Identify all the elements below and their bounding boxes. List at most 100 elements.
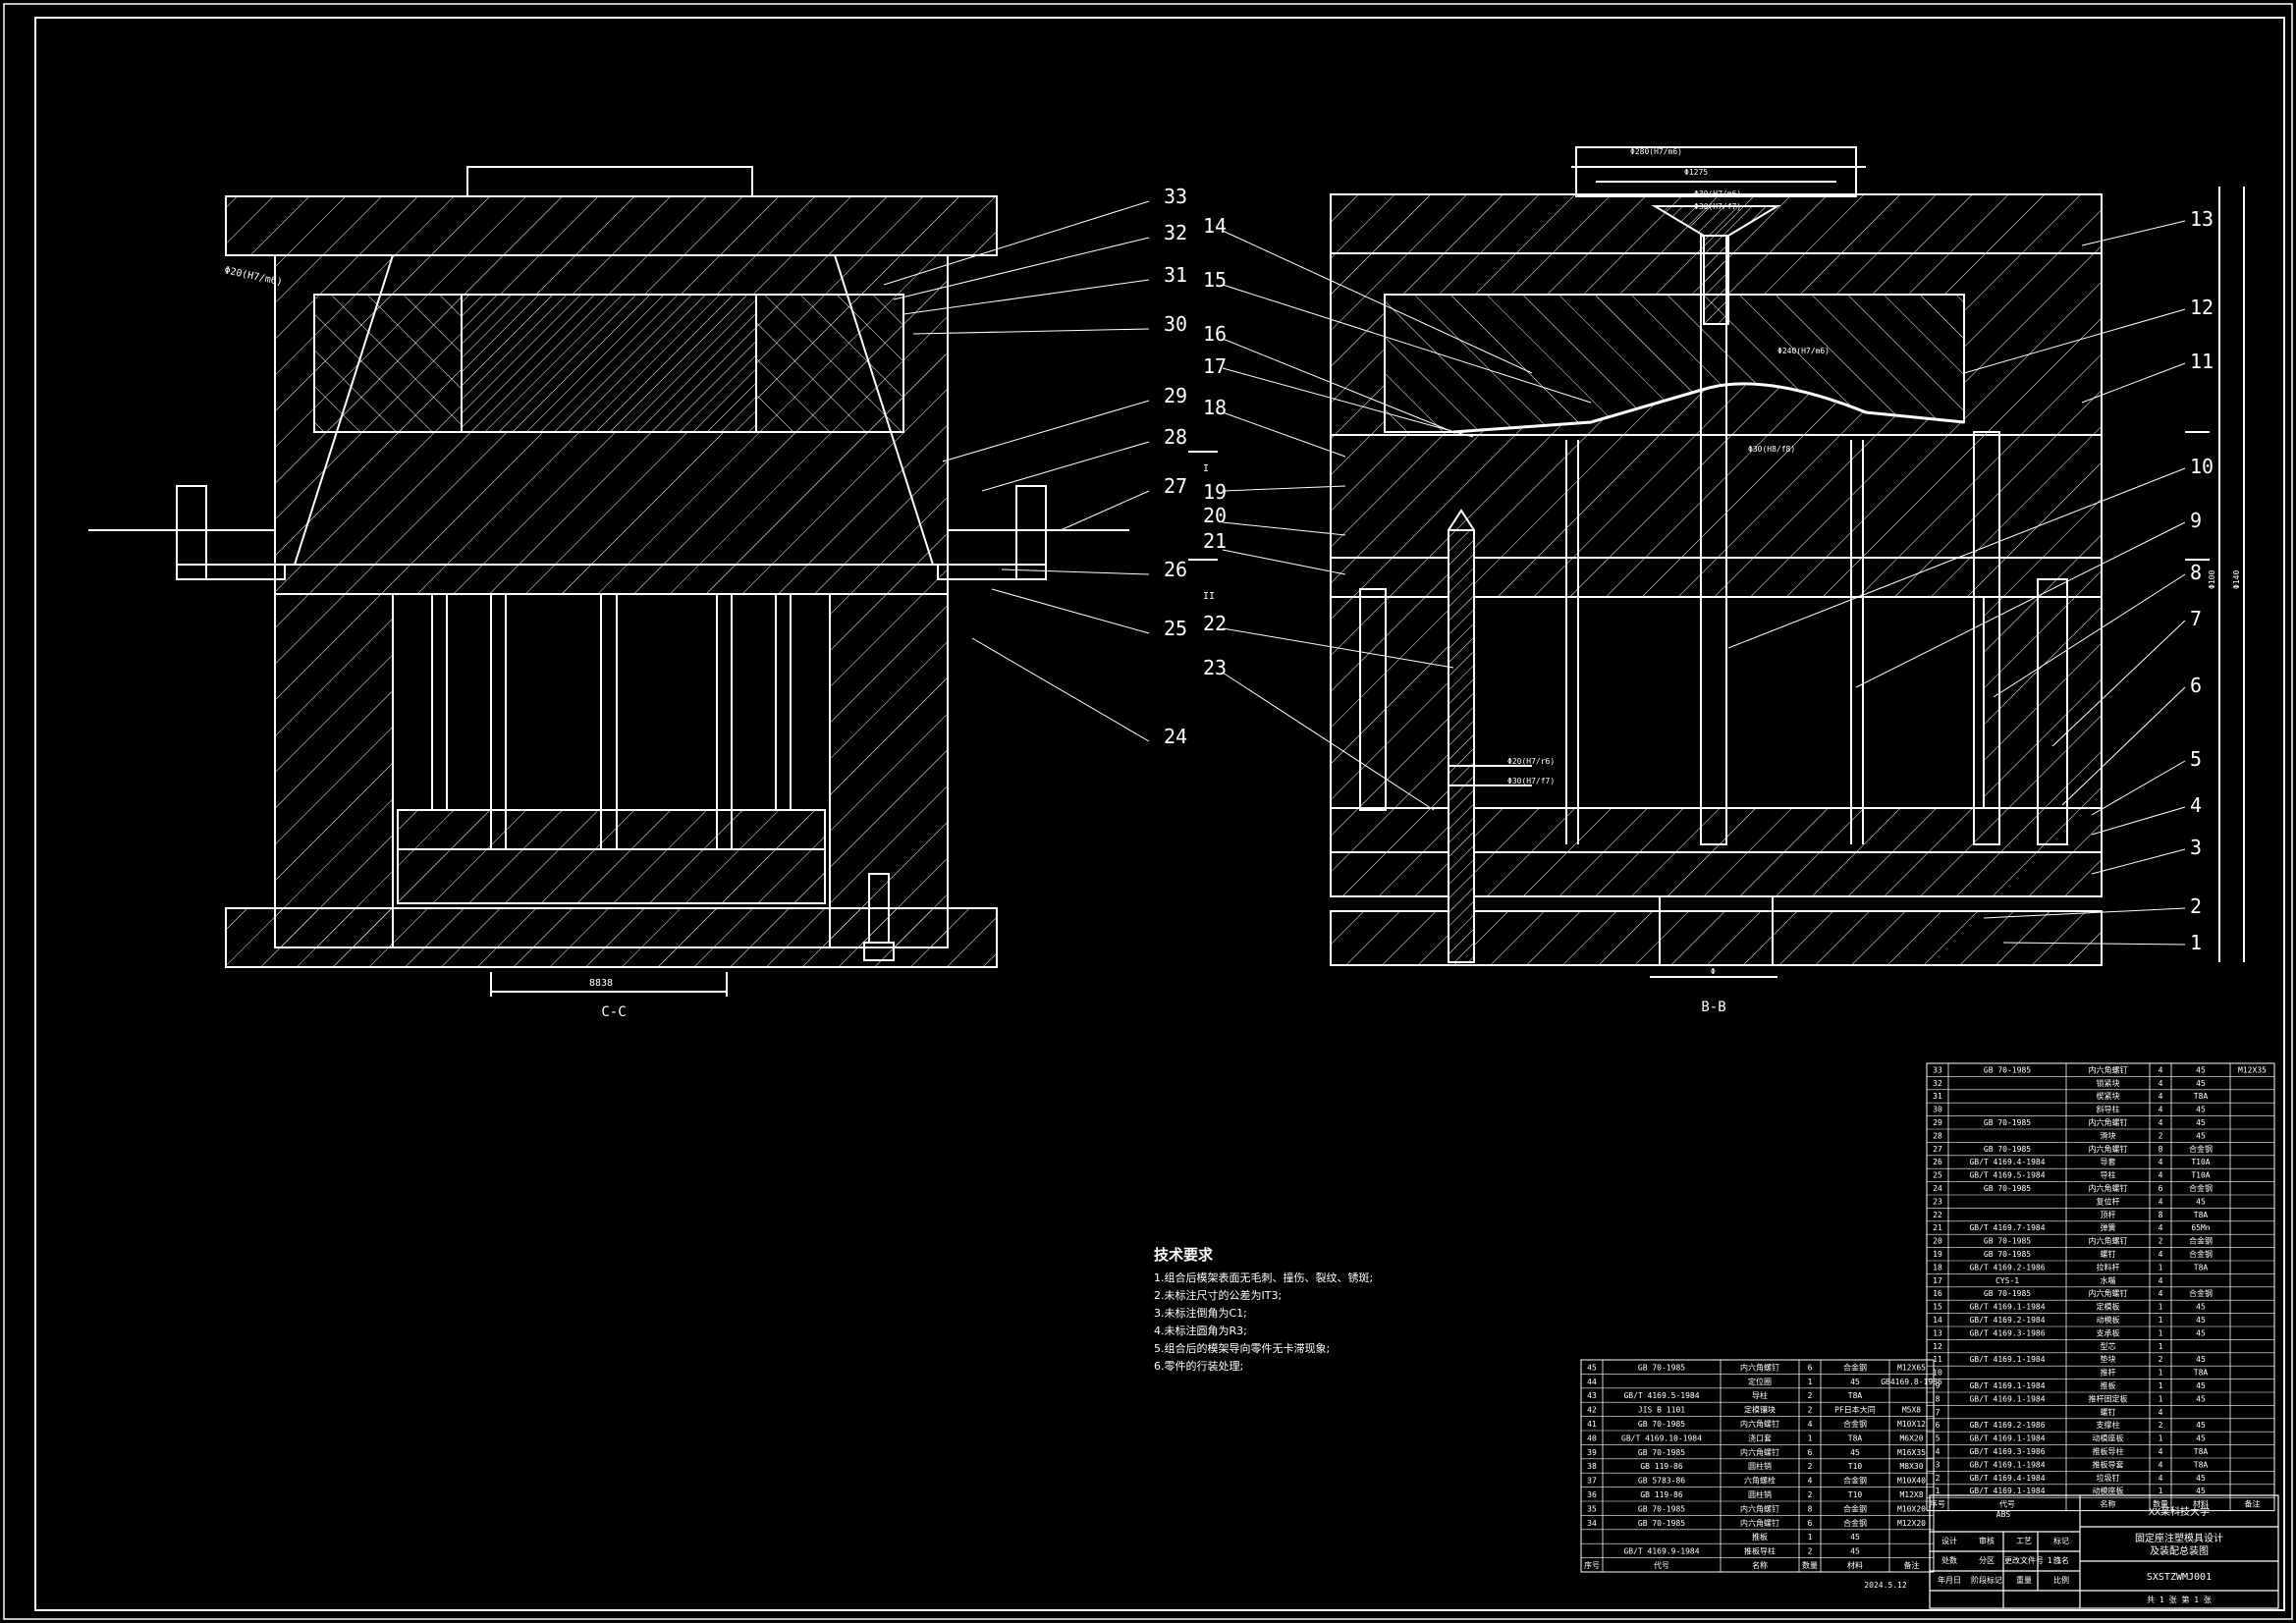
bom-cell: 65Mn bbox=[2191, 1223, 2210, 1232]
bom-header-cell: 名称 bbox=[2101, 1499, 2116, 1509]
bom-cell: GB/T 4169.2-1986 bbox=[1969, 1263, 2045, 1271]
bom-cell: GB/T 4169.7-1984 bbox=[1969, 1223, 2045, 1232]
bom-cell: 动模座板 bbox=[2093, 1486, 2124, 1495]
bom-cell: 31 bbox=[1933, 1092, 1942, 1101]
bom-cell: 45 bbox=[2196, 1474, 2206, 1483]
callout-28: 28 bbox=[1164, 425, 1187, 449]
bom-cell: GB 70-1985 bbox=[1638, 1420, 1685, 1429]
title-label: 标记 bbox=[2053, 1536, 2069, 1545]
tech-req-item: 3.未标注倒角为C1; bbox=[1154, 1306, 1247, 1320]
bom-cell: 复位杆 bbox=[2097, 1196, 2120, 1206]
callout-32: 32 bbox=[1164, 221, 1187, 244]
bom-cell: 4 bbox=[2159, 1079, 2163, 1088]
bom-cell: 4 bbox=[2159, 1118, 2163, 1127]
right-callout-leaders bbox=[1222, 220, 2186, 946]
bom-cell: 45 bbox=[2196, 1197, 2206, 1206]
bom-cell: 45 bbox=[2196, 1065, 2206, 1074]
bom-cell: 1 bbox=[2159, 1381, 2163, 1390]
bom-cell: 4 bbox=[2159, 1460, 2163, 1469]
bom-cell: 4 bbox=[2159, 1171, 2163, 1180]
bom-cell: 2 bbox=[1808, 1406, 1813, 1415]
bom-cell: M12X20 bbox=[1897, 1519, 1926, 1528]
bom-cell: 16 bbox=[1933, 1289, 1942, 1298]
bom-cell: 支承板 bbox=[2097, 1327, 2120, 1337]
callout-24: 24 bbox=[1164, 725, 1187, 748]
tech-req-item: 1.组合后模架表面无毛刺、撞伤、裂纹、锈斑; bbox=[1154, 1271, 1373, 1284]
bom-cell: 2 bbox=[1808, 1391, 1813, 1400]
bom-cell: M5X8 bbox=[1902, 1406, 1921, 1415]
bom-cell: 23 bbox=[1933, 1197, 1942, 1206]
bom-cell: GB4169.8-1986 bbox=[1881, 1378, 1942, 1386]
inner-border bbox=[34, 17, 2285, 1611]
bom-cell: GB/T 4169.1-1984 bbox=[1969, 1460, 2045, 1469]
dim-height-b: Φ140 bbox=[2232, 570, 2241, 589]
bom-cell: 36 bbox=[1587, 1490, 1597, 1499]
bom-cell: 内六角螺钉 bbox=[2089, 1144, 2128, 1154]
bom-cell: 动模板 bbox=[2097, 1315, 2120, 1325]
bom-cell: 合金钢 bbox=[1843, 1476, 1867, 1486]
bom-cell: M16X35 bbox=[1897, 1448, 1926, 1457]
bom-cell: 4 bbox=[2159, 1250, 2163, 1259]
title-line1: 固定座注塑模具设计 bbox=[2135, 1532, 2223, 1544]
bom-cell: 10 bbox=[1933, 1369, 1942, 1378]
bom-cell: T10 bbox=[1848, 1462, 1863, 1471]
bom-cell: T8A bbox=[2194, 1263, 2209, 1271]
bom-cell: M10X40 bbox=[1897, 1477, 1926, 1486]
bom-cell: 37 bbox=[1587, 1477, 1597, 1486]
bom-cell: 26 bbox=[1933, 1158, 1942, 1166]
bom-cell: 32 bbox=[1933, 1079, 1942, 1088]
callout-11: 11 bbox=[2190, 350, 2214, 373]
bom-header-cell: 序号 bbox=[1584, 1560, 1600, 1570]
callout-6: 6 bbox=[2190, 674, 2202, 697]
dim-guide: Φ30(H8/f8) bbox=[1748, 445, 1795, 454]
callout-17: 17 bbox=[1203, 354, 1227, 378]
bom-cell: 38 bbox=[1587, 1462, 1597, 1471]
bom-cell: 2 bbox=[2159, 1355, 2163, 1364]
bom-cell: 水嘴 bbox=[2101, 1275, 2116, 1285]
bom-cell: 推板导柱 bbox=[2093, 1446, 2124, 1456]
bom-cell: 4 bbox=[2159, 1223, 2163, 1232]
dim-bottom: Φ bbox=[1711, 967, 1716, 976]
bom-cell: GB 70-1985 bbox=[1638, 1448, 1685, 1457]
bom-cell: 1 bbox=[2159, 1434, 2163, 1443]
bom-cell: GB/T 4169.3-1986 bbox=[1969, 1328, 2045, 1337]
bom-cell: JIS B 1101 bbox=[1638, 1406, 1685, 1415]
bom-cell: 1 bbox=[2159, 1369, 2163, 1378]
title-scale: 1:1 bbox=[2048, 1556, 2062, 1565]
bom-cell: 2 bbox=[1936, 1474, 1941, 1483]
bom-cell: 推板 bbox=[1752, 1532, 1768, 1542]
bom-cell: 30 bbox=[1933, 1106, 1942, 1114]
bom-header-cell: 代号 bbox=[1999, 1499, 2015, 1509]
bom-cell: 型芯 bbox=[2101, 1341, 2116, 1351]
bom-cell: 4 bbox=[2159, 1289, 2163, 1298]
callout-27: 27 bbox=[1164, 474, 1187, 498]
title-label: 比例 bbox=[2053, 1575, 2069, 1585]
dim-pin-b: Φ30(H7/f7) bbox=[1507, 777, 1555, 785]
title-block-labels: 设计审核工艺标记处数分区更改文件号签名年月日阶段标记重量比例 bbox=[1938, 1536, 2069, 1585]
bom-header-cell: 代号 bbox=[1654, 1560, 1669, 1570]
bom-cell: 合金钢 bbox=[2189, 1288, 2213, 1298]
bom-cell: 定位圈 bbox=[1748, 1377, 1772, 1386]
bom-cell: 内六角螺钉 bbox=[1740, 1447, 1779, 1457]
callout-5: 5 bbox=[2190, 747, 2202, 771]
dim-core: Φ240(H7/m6) bbox=[1777, 347, 1830, 355]
bom-cell: 合金钢 bbox=[1843, 1362, 1867, 1372]
bom-cell: 45 bbox=[1587, 1363, 1597, 1372]
bom-cell: GB/T 4169.1-1984 bbox=[1969, 1355, 2045, 1364]
bom-cell: 4 bbox=[1936, 1447, 1941, 1456]
bom-cell: 45 bbox=[2196, 1118, 2206, 1127]
title-label: 签名 bbox=[2053, 1555, 2069, 1565]
bom-cell: M12X35 bbox=[2238, 1065, 2267, 1074]
bom-cell: 内六角螺钉 bbox=[2089, 1183, 2128, 1193]
bom-cell: 4 bbox=[2159, 1065, 2163, 1074]
bom-cell: 4 bbox=[2159, 1092, 2163, 1101]
bom-cell: 2 bbox=[2159, 1131, 2163, 1140]
bom-cell: 4 bbox=[2159, 1106, 2163, 1114]
bom-cell: 内六角螺钉 bbox=[1740, 1362, 1779, 1372]
bom-cell: CYS-1 bbox=[1995, 1276, 2019, 1285]
bom-cell: 浇口套 bbox=[1748, 1433, 1772, 1442]
bom-cell: 41 bbox=[1587, 1420, 1597, 1429]
